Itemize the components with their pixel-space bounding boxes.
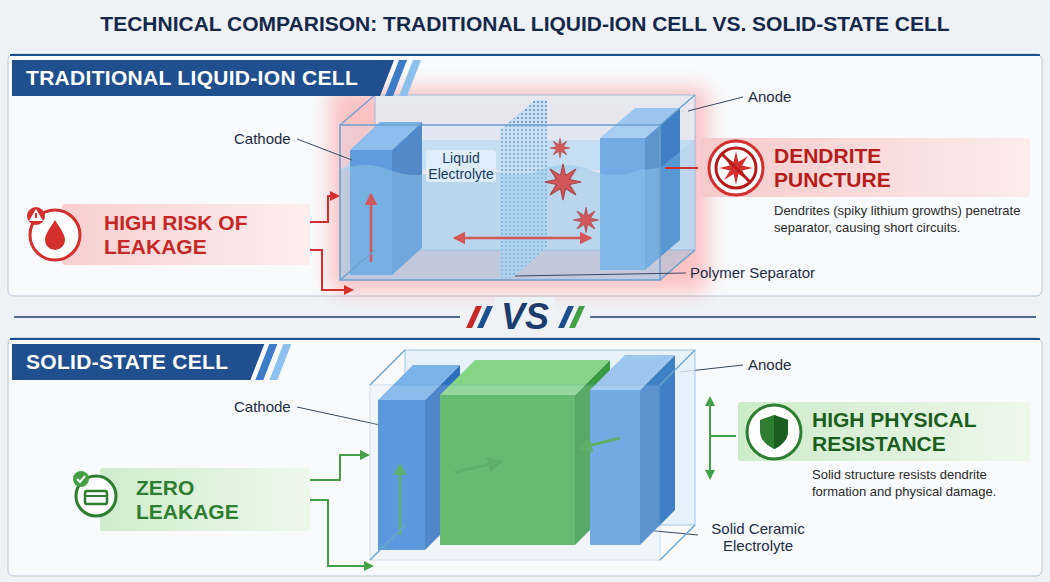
leak-icon-graphic — [26, 206, 84, 264]
benefit-callout: ZERO LEAKAGE — [100, 468, 310, 531]
liquid-side — [660, 140, 695, 280]
divider — [590, 316, 1036, 318]
part-label: Polymer Separator — [690, 264, 815, 281]
cell-front — [370, 385, 660, 560]
slash — [477, 306, 493, 328]
benefit-callout: HIGH PHYSICAL RESISTANCE Solid structure … — [738, 402, 1030, 501]
top-panel — [8, 54, 1042, 296]
section-tab: SOLID-STATE CELL — [12, 344, 264, 380]
warning-callout: HIGH RISK OF LEAKAGE — [62, 204, 310, 265]
part-label: Solid Ceramic Electrolyte — [702, 520, 814, 555]
dendrite-icon-graphic — [706, 138, 766, 198]
callout-heading: HIGH RISK OF LEAKAGE — [104, 211, 262, 258]
leak-line — [310, 196, 338, 222]
part-label: Cathode — [234, 398, 291, 415]
vs-label: VS — [495, 297, 555, 337]
bottom-panel — [8, 338, 1042, 576]
part-label: Liquid Electrolyte — [426, 150, 496, 182]
zero-leak-icon-graphic — [72, 470, 120, 518]
callout-heading: HIGH PHYSICAL RESISTANCE — [812, 408, 1017, 455]
part-label: Cathode — [234, 130, 291, 147]
leak-icon — [26, 206, 84, 264]
callout-body: Solid structure resists dendrite formati… — [738, 461, 1030, 501]
divider — [14, 316, 460, 318]
warning-callout: DENDRITE PUNCTURE Dendrites (spiky lithiu… — [700, 138, 1030, 237]
slash — [569, 306, 585, 328]
dendrite-line — [665, 167, 698, 169]
callout-heading: DENDRITE PUNCTURE — [774, 144, 926, 191]
cell-edges — [340, 95, 695, 280]
resist-arrow — [709, 398, 711, 478]
danger-glow — [330, 88, 708, 292]
zero-icon — [72, 470, 120, 518]
callout-body: Dendrites (spiky lithium growths) penetr… — [700, 197, 1030, 237]
shield-icon — [744, 402, 804, 462]
leak-line — [310, 250, 352, 290]
cell-front-edge — [340, 125, 660, 280]
section-tab: TRADITIONAL LIQUID-ION CELL — [12, 60, 394, 96]
callout-heading: ZERO LEAKAGE — [136, 476, 300, 523]
shield-icon-graphic — [744, 402, 804, 462]
seal-line — [310, 500, 372, 566]
callout-band: DENDRITE PUNCTURE — [700, 138, 1030, 197]
cell-edges — [370, 350, 695, 560]
cell-front — [340, 125, 660, 280]
resist-line — [710, 435, 736, 437]
tab-title: SOLID-STATE CELL — [12, 344, 264, 380]
callout-band: HIGH PHYSICAL RESISTANCE — [738, 402, 1030, 461]
dendrite-icon — [706, 138, 766, 198]
panel-rule — [10, 54, 1040, 56]
panel-rule — [10, 338, 1040, 340]
part-label: Anode — [748, 88, 791, 105]
diagram-title: TECHNICAL COMPARISON: TRADITIONAL LIQUID… — [100, 12, 949, 36]
tab-title: TRADITIONAL LIQUID-ION CELL — [12, 60, 394, 96]
part-label: Anode — [748, 356, 791, 373]
seal-line — [310, 455, 368, 480]
